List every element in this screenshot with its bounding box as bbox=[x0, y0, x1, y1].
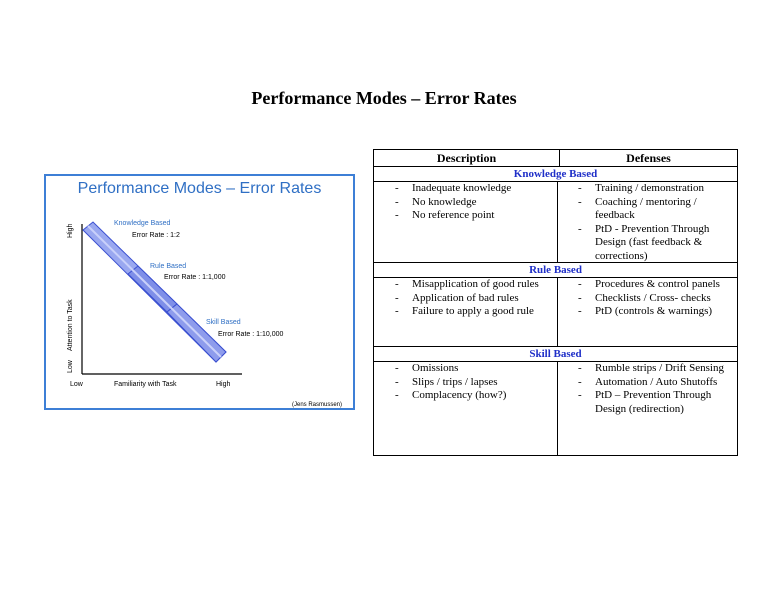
list-item: -Training / demonstration bbox=[578, 182, 704, 194]
list-item: -Inadequate knowledge bbox=[395, 182, 512, 194]
page-title: Performance Modes – Error Rates bbox=[251, 88, 517, 108]
header-description: Description bbox=[436, 151, 497, 165]
figure-title: Performance Modes – Error Rates bbox=[77, 180, 322, 197]
defenses-col: -Rumble strips / Drift Sensing -Automati… bbox=[557, 362, 733, 416]
x-low-label: Low bbox=[70, 381, 84, 388]
list-item: -Checklists / Cross- checks bbox=[578, 291, 711, 304]
section-body-skill: -Omissions -Slips / trips / lapses -Comp… bbox=[374, 362, 737, 455]
list-item: -Failure to apply a good rule bbox=[395, 305, 534, 317]
list-item: -PtD (controls & warnings) bbox=[578, 305, 713, 317]
list-item: -Coaching / mentoring / feedback bbox=[578, 195, 697, 222]
skill-label: Skill Based bbox=[206, 319, 241, 326]
list-item: -Misapplication of good rules bbox=[395, 278, 539, 290]
section-title-knowledge: Knowledge Based bbox=[374, 167, 737, 182]
header-defenses: Defenses bbox=[626, 151, 671, 165]
knowledge-label: Knowledge Based bbox=[114, 220, 171, 227]
section-body-rule: -Misapplication of good rules -Applicati… bbox=[374, 278, 737, 346]
error-defenses-table: Description Defenses Knowledge Based -In… bbox=[373, 149, 738, 456]
credit-label: (Jens Rasmussen) bbox=[292, 402, 342, 408]
list-item: -Rumble strips / Drift Sensing bbox=[578, 362, 724, 374]
list-item: -No knowledge bbox=[395, 195, 477, 208]
knowledge-error-rate: Error Rate : 1:2 bbox=[132, 232, 180, 239]
figure-diagram: High Attention to Task Low Low Familiari… bbox=[67, 220, 342, 408]
defenses-col: -Training / demonstration -Coaching / me… bbox=[557, 182, 733, 263]
band-highlight bbox=[87, 225, 222, 358]
list-item: -Complacency (how?) bbox=[395, 389, 507, 401]
list-item: -No reference point bbox=[395, 209, 495, 221]
y-high-label: High bbox=[67, 223, 74, 238]
table-header-row: Description Defenses bbox=[374, 150, 737, 167]
skill-error-rate: Error Rate : 1:10,000 bbox=[218, 331, 283, 338]
rule-error-rate: Error Rate : 1:1,000 bbox=[164, 274, 226, 281]
list-item: -Slips / trips / lapses bbox=[395, 375, 498, 388]
x-high-label: High bbox=[216, 381, 231, 388]
defenses-col: -Procedures & control panels -Checklists… bbox=[557, 278, 733, 319]
rule-label: Rule Based bbox=[150, 263, 186, 270]
section-body-knowledge: -Inadequate knowledge -No knowledge -No … bbox=[374, 182, 737, 262]
list-item: -Procedures & control panels bbox=[578, 278, 720, 290]
performance-modes-figure: Performance Modes – Error Rates High Att… bbox=[44, 174, 355, 410]
description-col: -Misapplication of good rules -Applicati… bbox=[374, 278, 557, 319]
list-item: -PtD - Prevention Through Design (fast f… bbox=[578, 222, 710, 262]
x-axis-label: Familiarity with Task bbox=[114, 381, 177, 388]
y-low-label: Low bbox=[67, 359, 74, 373]
list-item: -Application of bad rules bbox=[395, 291, 519, 304]
list-item: -Omissions bbox=[395, 362, 459, 374]
y-axis-label: Attention to Task bbox=[67, 299, 74, 351]
section-title-rule: Rule Based bbox=[374, 263, 737, 278]
description-col: -Omissions -Slips / trips / lapses -Comp… bbox=[374, 362, 557, 403]
list-item: -PtD – Prevention Through Design (redire… bbox=[578, 389, 712, 415]
section-title-skill: Skill Based bbox=[374, 347, 737, 362]
description-col: -Inadequate knowledge -No knowledge -No … bbox=[374, 182, 557, 223]
list-item: -Automation / Auto Shutoffs bbox=[578, 375, 718, 388]
